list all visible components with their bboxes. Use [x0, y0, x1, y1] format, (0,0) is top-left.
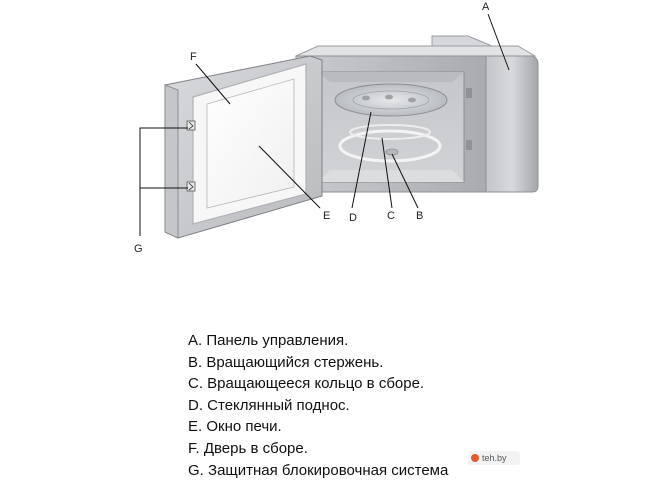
- parts-legend: A. Панель управления. B. Вращающийся сте…: [188, 330, 448, 481]
- leader-e: [258, 145, 321, 209]
- watermark-logo: teh.by: [468, 451, 520, 465]
- door-latch-top: [186, 120, 196, 131]
- leader-b: [391, 153, 419, 209]
- logo-dot-icon: [471, 454, 479, 462]
- door-assembly: [164, 55, 323, 239]
- leader-d: [351, 111, 372, 209]
- leader-g: [139, 127, 188, 236]
- label-g: G: [134, 243, 143, 255]
- label-d: D: [349, 212, 357, 224]
- legend-item: B. Вращающийся стержень.: [188, 353, 384, 371]
- label-b: B: [416, 210, 423, 222]
- legend-item: A. Панель управления.: [188, 332, 349, 349]
- leader-c: [381, 137, 393, 209]
- label-a: A: [482, 1, 490, 13]
- label-c: C: [387, 210, 395, 222]
- door-latch-bottom: [186, 181, 196, 192]
- legend-item: D. Стеклянный поднос.: [188, 396, 350, 414]
- legend-item: F. Дверь в сборе.: [188, 439, 308, 457]
- label-e: E: [323, 210, 330, 222]
- leader-a: [487, 13, 510, 71]
- label-f: F: [190, 51, 197, 63]
- leader-f: [195, 63, 231, 105]
- legend-item: G. Защитная блокировочная система: [188, 461, 449, 479]
- microwave-diagram: A F E D C B G: [134, 1, 539, 255]
- glass-tray: [334, 83, 448, 117]
- rotating-ring: [338, 124, 442, 163]
- legend-item: E. Окно печи.: [188, 418, 282, 436]
- leader-lines: [139, 13, 510, 236]
- legend-item: C. Вращающееся кольцо в сборе.: [188, 375, 425, 393]
- watermark-text: teh.by: [482, 453, 507, 463]
